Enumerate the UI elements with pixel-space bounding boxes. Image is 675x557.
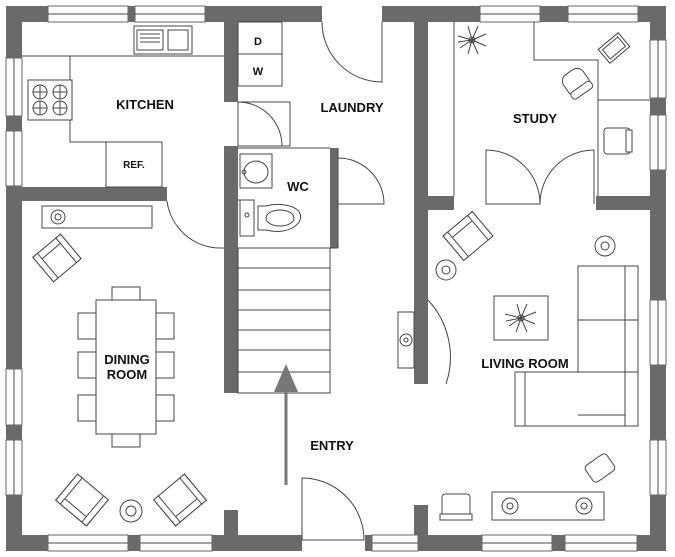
study-furniture [457,25,633,155]
label-dining-line1: DINING [104,352,150,367]
staircase [237,247,331,485]
walls [6,6,666,551]
kitchen-fixtures [22,25,224,188]
label-living-room: LIVING ROOM [481,356,568,371]
doors [166,21,595,541]
label-kitchen: KITCHEN [116,97,174,112]
label-wc: WC [287,179,309,194]
laptop-icon [597,32,631,64]
label-laundry: LAUNDRY [320,100,383,115]
label-entry: ENTRY [310,438,354,453]
room-labels: KITCHEN LAUNDRY STUDY WC DINING ROOM LIV… [104,36,568,453]
plant-icon [457,25,487,55]
label-washer: W [253,66,264,78]
label-dining-line2: ROOM [107,367,147,382]
dining-furniture [32,205,207,527]
wc-fixtures [239,153,302,237]
label-study: STUDY [513,111,557,126]
centerpiece-plant-icon [504,303,537,333]
label-dryer: D [254,36,262,48]
living-furniture [397,210,639,521]
label-refrigerator: REF. [123,160,145,171]
